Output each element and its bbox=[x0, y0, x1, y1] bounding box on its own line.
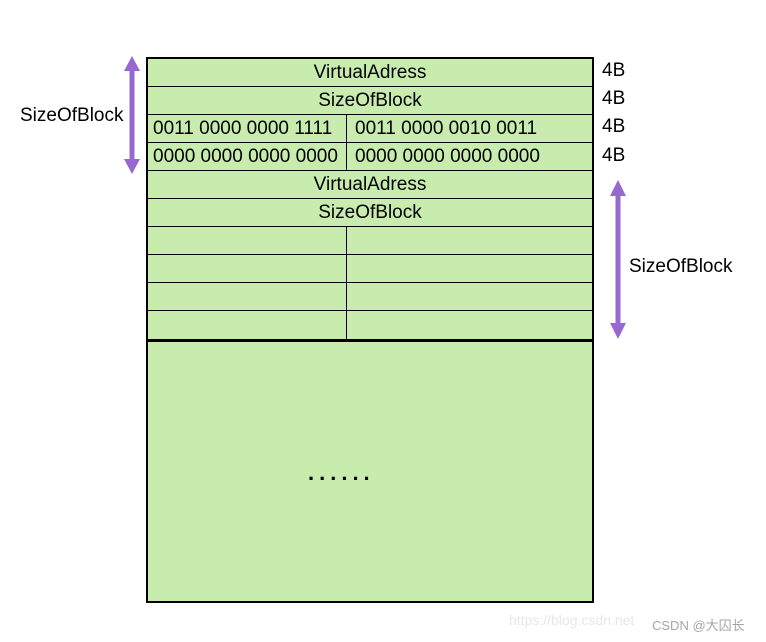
empty-cell bbox=[346, 227, 592, 254]
byte-size-label: 4B bbox=[602, 116, 626, 137]
empty-cell bbox=[346, 255, 592, 282]
empty-cell bbox=[346, 311, 592, 339]
data-cell: 0000 0000 0000 0000 bbox=[153, 146, 338, 167]
watermark-credit: CSDN @大囚长 bbox=[652, 618, 745, 633]
memory-table: VirtualAdress SizeOfBlock 0011 0000 0000… bbox=[146, 57, 594, 341]
byte-size-label: 4B bbox=[602, 88, 626, 109]
empty-cell bbox=[346, 283, 592, 310]
block2-virtual-address-row: VirtualAdress bbox=[148, 171, 592, 199]
block2-empty-row bbox=[148, 311, 592, 339]
watermark-url: https://blog.csdn.net bbox=[509, 612, 635, 628]
empty-cell bbox=[148, 255, 346, 282]
byte-size-label: 4B bbox=[602, 60, 626, 81]
ellipsis-dots: ...... bbox=[308, 460, 375, 485]
block2-size-of-block-row: SizeOfBlock bbox=[148, 199, 592, 227]
empty-cell bbox=[148, 311, 346, 339]
block1-virtual-address-label: VirtualAdress bbox=[313, 62, 427, 83]
right-size-arrow bbox=[610, 180, 626, 339]
block2-empty-row bbox=[148, 227, 592, 255]
block1-size-of-block-row: SizeOfBlock bbox=[148, 87, 592, 115]
block1-data-row-2: 0000 0000 0000 0000 0000 0000 0000 0000 bbox=[148, 143, 592, 171]
block2-virtual-address-label: VirtualAdress bbox=[313, 174, 427, 195]
block2-empty-row bbox=[148, 255, 592, 283]
block2-size-of-block-label: SizeOfBlock bbox=[318, 202, 422, 223]
block2-empty-row bbox=[148, 283, 592, 311]
byte-size-label: 4B bbox=[602, 145, 626, 166]
data-cell: 0011 0000 0000 1111 bbox=[153, 118, 333, 139]
data-cell: 0011 0000 0010 0011 bbox=[346, 115, 592, 142]
block1-data-row-1: 0011 0000 0000 1111 0011 0000 0010 0011 bbox=[148, 115, 592, 143]
remaining-blocks-box: ...... bbox=[146, 340, 594, 603]
left-size-label: SizeOfBlock bbox=[20, 105, 124, 126]
left-size-arrow bbox=[124, 56, 140, 174]
right-size-label: SizeOfBlock bbox=[629, 256, 733, 277]
block1-size-of-block-label: SizeOfBlock bbox=[318, 90, 422, 111]
data-cell: 0000 0000 0000 0000 bbox=[346, 143, 592, 170]
empty-cell bbox=[148, 227, 346, 254]
empty-cell bbox=[148, 283, 346, 310]
block1-virtual-address-row: VirtualAdress bbox=[148, 59, 592, 87]
